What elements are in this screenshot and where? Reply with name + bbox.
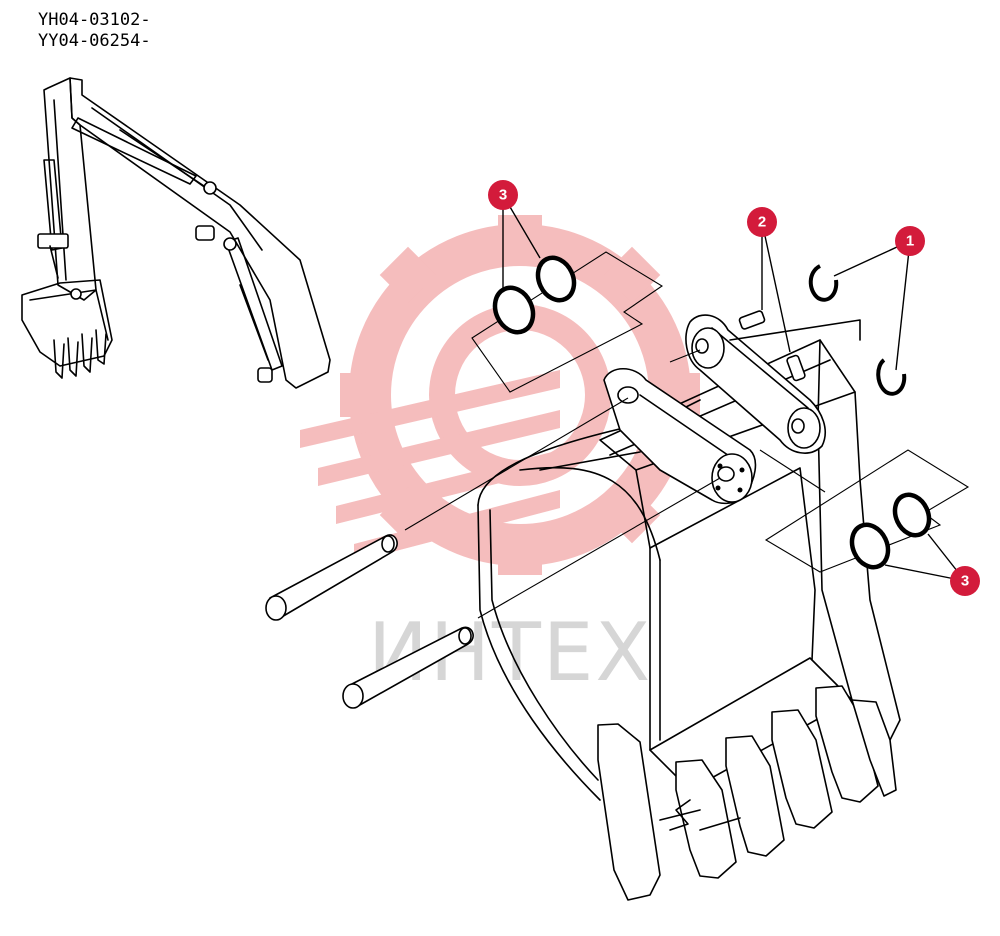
callout-1[interactable]: 1 xyxy=(895,226,925,256)
serial-number-2: YY04-06254- xyxy=(38,31,151,51)
callout-3-right-label: 3 xyxy=(961,573,969,590)
bucket-pin-2 xyxy=(342,626,474,709)
shim-washers-right xyxy=(849,492,932,570)
shim-box-left xyxy=(471,251,664,393)
callout-3-left-label: 3 xyxy=(499,187,507,204)
callout-3-left-badge xyxy=(488,180,518,210)
callout-2-badge xyxy=(747,207,777,237)
watermark-stripes xyxy=(300,370,560,562)
bucket-illustration xyxy=(477,314,901,901)
callout-3-right-badge xyxy=(950,566,980,596)
serial-number-1: YH04-03102- xyxy=(38,10,151,30)
callout-3-left[interactable]: 3 xyxy=(488,180,518,210)
snap-rings xyxy=(808,264,907,396)
spring-pins xyxy=(738,310,806,382)
serial-number-range: YH04-03102- YY04-06254- xyxy=(38,10,151,52)
shim-washers-left xyxy=(492,255,577,335)
callout-2-label: 2 xyxy=(758,214,766,231)
callout-3-right[interactable]: 3 xyxy=(950,566,980,596)
bucket-pin-1 xyxy=(265,534,398,621)
bucket-teeth xyxy=(597,685,897,901)
callout-1-label: 1 xyxy=(906,233,914,250)
callout-1-badge xyxy=(895,226,925,256)
excavator-arm-illustration xyxy=(21,77,331,389)
callout-2[interactable]: 2 xyxy=(747,207,777,237)
